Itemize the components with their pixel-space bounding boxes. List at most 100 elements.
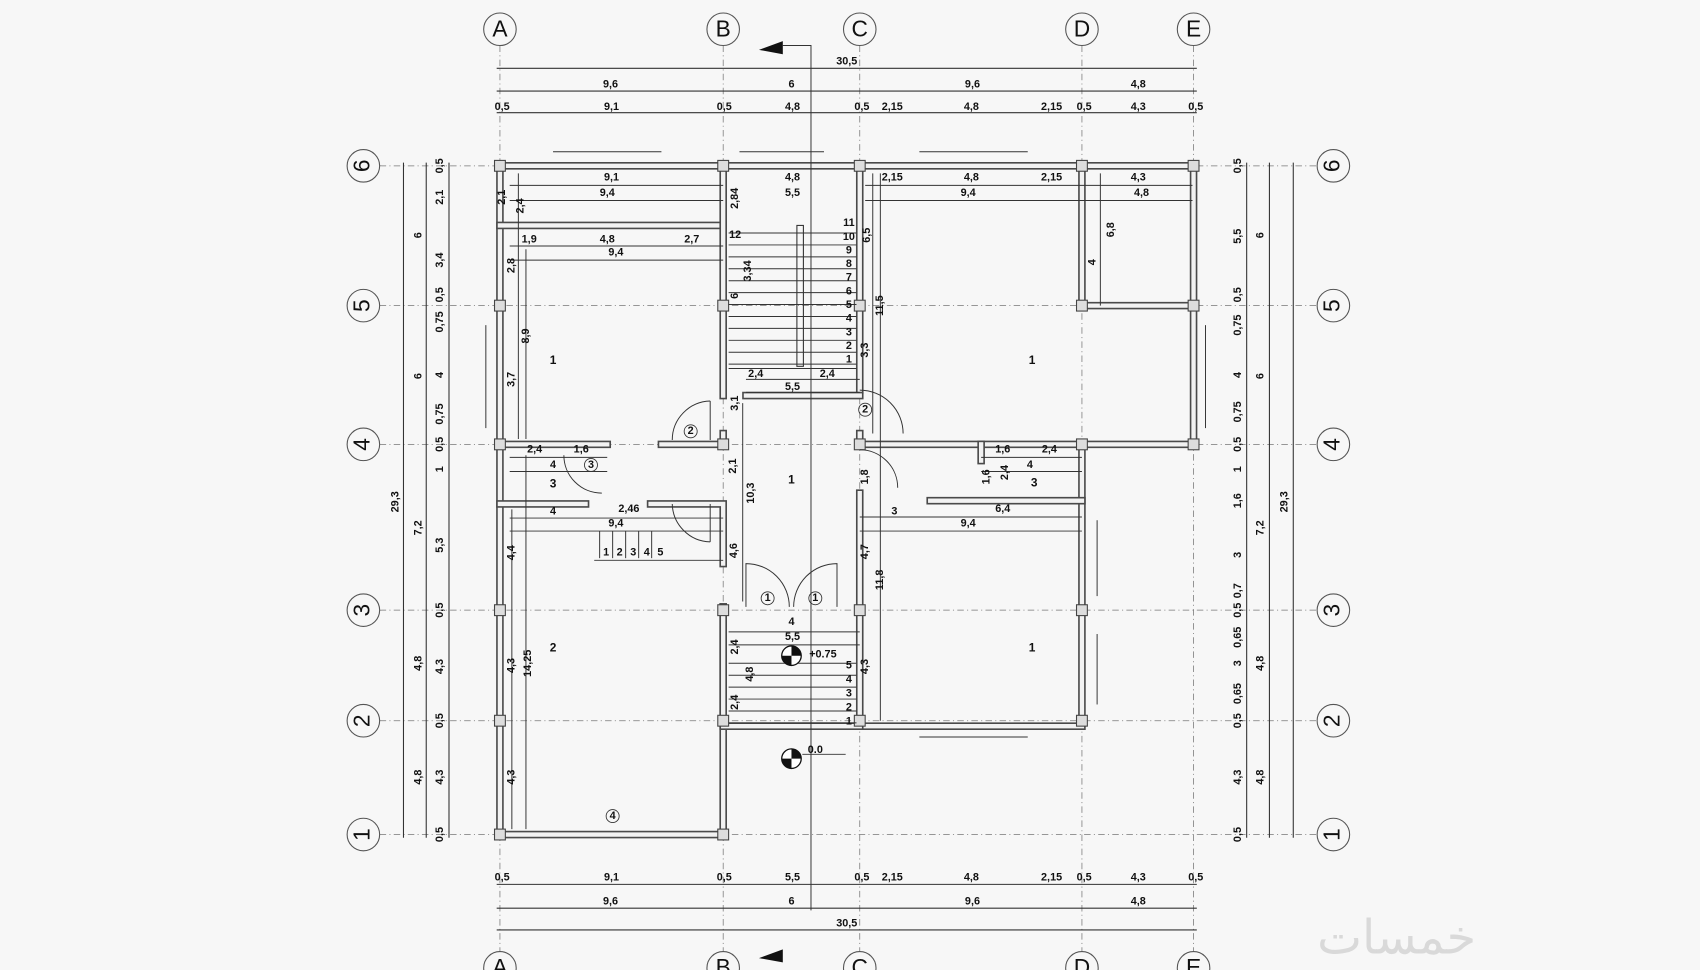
grid-bubble-row <box>346 427 381 462</box>
dimension-text: 5,3 <box>434 538 446 553</box>
grid-column-label: E <box>1186 15 1201 41</box>
interior-dimension-text: 4,3 <box>1131 172 1146 184</box>
dimension-text: 0,7 <box>1232 583 1244 598</box>
structural-column <box>493 828 506 841</box>
dimension-text: 0,5 <box>1188 872 1203 884</box>
room-tag-text: 3 <box>588 459 594 471</box>
dimension-text: 0,5 <box>1232 713 1244 728</box>
interior-dimension-text: 6,5 <box>861 228 873 243</box>
dimension-text: 6 <box>413 232 425 238</box>
door-swing <box>745 563 790 607</box>
stair-step-number: 4 <box>644 547 650 559</box>
interior-dimension-text: 2,4 <box>729 695 741 710</box>
section-line <box>782 45 812 911</box>
interior-dimension-text: 3 <box>891 505 897 517</box>
structural-column <box>1075 299 1088 312</box>
grid-bubble-row <box>346 593 381 627</box>
grid-bubble-row <box>1316 427 1351 462</box>
dimension-text: 9,6 <box>603 78 618 90</box>
dimension-overall: 30,5 <box>836 917 857 929</box>
grid-bubble-column <box>1065 12 1099 47</box>
stair-step-number: 2 <box>846 340 852 352</box>
grid-row-label: 5 <box>348 299 374 312</box>
dimension-text: 4 <box>434 372 446 378</box>
grid-row-label: 1 <box>348 828 374 841</box>
interior-dimension-text: 3,3 <box>859 343 871 358</box>
structural-column <box>493 438 506 451</box>
grid-bubble-column <box>706 12 740 47</box>
interior-dimension-text: 1,9 <box>522 233 537 245</box>
dimension-text: 0,75 <box>1232 315 1244 336</box>
interior-dimension-text: 3,7 <box>506 372 518 387</box>
room-tag-circle <box>683 424 698 439</box>
interior-dimension-text: 2,8 <box>506 258 518 273</box>
interior-dimension-text: 4,3 <box>506 770 518 785</box>
interior-dimension-text: 2,4 <box>1042 444 1057 456</box>
stair-step-number: 1 <box>846 354 852 366</box>
dimension-text: 0,5 <box>717 872 732 884</box>
grid-bubble-column <box>842 12 877 47</box>
interior-dimension-text: 2,4 <box>729 639 741 654</box>
room-number: 1 <box>550 353 557 367</box>
grid-bubble-row <box>1316 288 1351 323</box>
room-tag-text: 2 <box>862 404 868 416</box>
dimension-text: 2,15 <box>882 872 903 884</box>
stair-step-number: 4 <box>846 313 852 325</box>
grid-bubble-row <box>346 703 381 738</box>
elevation-marker-icon <box>781 645 802 666</box>
grid-row-label: 4 <box>348 438 374 451</box>
interior-dimension-text: 4,8 <box>964 172 979 184</box>
dimension-text: 2,15 <box>1041 872 1062 884</box>
grid-column-label: C <box>852 954 868 970</box>
wall <box>648 501 726 566</box>
wall <box>855 440 1086 730</box>
room-tag-circle <box>760 591 775 606</box>
dimension-text: 1,6 <box>1232 493 1244 508</box>
dimension-text: 0,5 <box>1232 287 1244 302</box>
dimension-text: 1 <box>1232 466 1244 472</box>
grid-row-label: 3 <box>1318 604 1344 617</box>
dimension-text: 0,5 <box>1077 101 1092 113</box>
interior-dimension-text: 4,8 <box>744 667 756 682</box>
dimension-text: 0,5 <box>434 603 446 618</box>
dimension-text: 2,15 <box>1041 101 1062 113</box>
dimension-text: 0,5 <box>1232 603 1244 618</box>
interior-dimension-text: 4,7 <box>859 544 871 559</box>
interior-dimension-text: 5,5 <box>785 381 800 393</box>
grid-column-label: D <box>1074 954 1090 970</box>
structural-column <box>717 438 730 451</box>
plan-details <box>485 41 1206 963</box>
dimension-text: 0,5 <box>854 872 869 884</box>
dimension-text: 6 <box>1255 373 1267 379</box>
stair-step-number: 8 <box>846 258 852 270</box>
grid-row-label: 6 <box>1318 159 1344 172</box>
dimension-text: 0,5 <box>495 101 510 113</box>
grid-bubble-column <box>706 951 740 970</box>
stair-step-number: 6 <box>846 285 852 297</box>
walls <box>493 159 1200 841</box>
dimension-text: 0,5 <box>434 158 446 173</box>
room-tag-circle <box>584 458 598 472</box>
dimension-text: 0,65 <box>1232 683 1244 704</box>
dimension-text: 4,3 <box>434 770 446 785</box>
structural-column <box>493 604 506 617</box>
interior-dimension-text: 11,5 <box>874 295 886 315</box>
grid-row-label: 2 <box>348 714 374 727</box>
dimension-text: 0,5 <box>1077 872 1092 884</box>
dimension-overall: 29,3 <box>1278 491 1290 512</box>
grid-bubble-row <box>1316 149 1351 183</box>
dimension-text: 4,8 <box>1255 656 1267 671</box>
structural-column <box>717 604 730 617</box>
wall <box>857 442 1085 729</box>
structural-column <box>493 714 506 727</box>
section-arrow-icon <box>758 41 783 55</box>
structural-column <box>1075 604 1088 617</box>
interior-dimension-text: 4 <box>788 616 794 628</box>
dimension-text: 9,6 <box>965 78 980 90</box>
dimension-text: 5,5 <box>1232 229 1244 244</box>
dimension-text: 0,5 <box>717 101 732 113</box>
door-swing <box>563 455 602 494</box>
interior-dimension-text: 4,6 <box>728 543 740 558</box>
